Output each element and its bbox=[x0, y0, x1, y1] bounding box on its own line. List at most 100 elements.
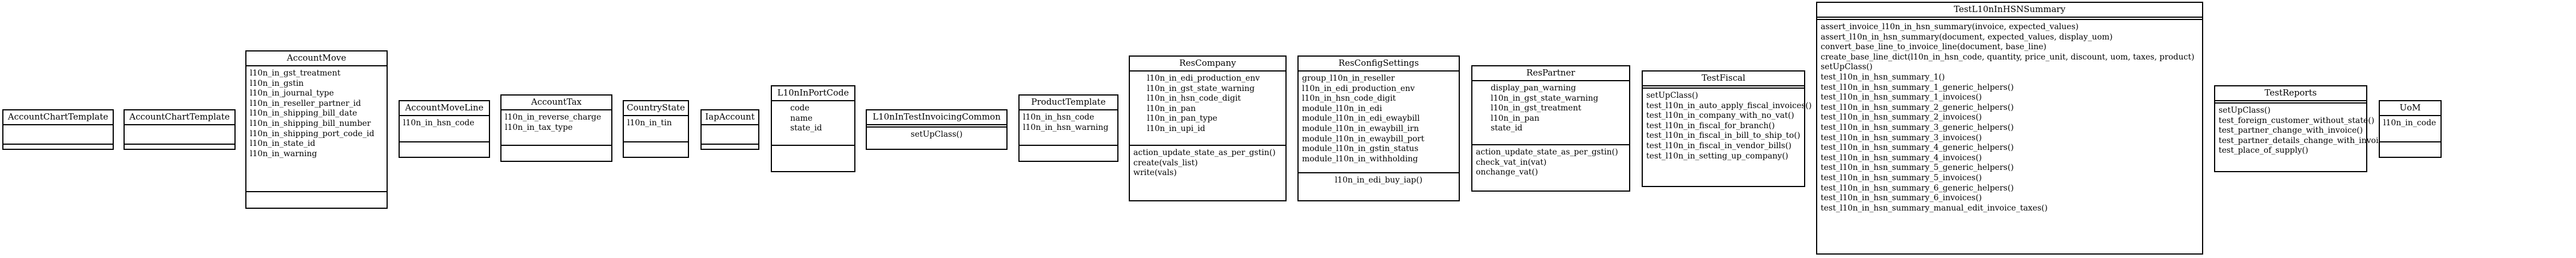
attribute: l10n_in_hsn_code bbox=[1023, 113, 1094, 122]
attribute: l10n_in_tax_type bbox=[505, 122, 573, 132]
attributes-section: display_pan_warning l10n_in_gst_state_wa… bbox=[1472, 81, 1629, 145]
methods-section bbox=[1020, 146, 1117, 152]
attribute: l10n_in_gst_treatment bbox=[1491, 104, 1582, 113]
attribute: state_id bbox=[790, 124, 822, 133]
class-box-accountcharttemplate-1: AccountChartTemplate bbox=[2, 109, 114, 150]
attribute: l10n_in_warning bbox=[250, 149, 317, 158]
attribute: l10n_in_state_id bbox=[250, 139, 316, 149]
methods-section: setUpClass() bbox=[867, 128, 1006, 144]
method: test_l10n_in_hsn_summary_1_invoices() bbox=[1821, 93, 1982, 102]
attributes-section: l10n_in_reverse_charge l10n_in_tax_type bbox=[501, 110, 611, 146]
attributes-section: group_l10n_in_reseller l10n_in_edi_produ… bbox=[1299, 72, 1459, 173]
class-box-countrystate: CountryState l10n_in_tin bbox=[623, 100, 689, 158]
class-box-respartner: ResPartner display_pan_warning l10n_in_g… bbox=[1471, 65, 1630, 192]
attribute: l10n_in_code bbox=[2383, 118, 2436, 128]
attribute: l10n_in_edi_production_env bbox=[1147, 74, 1260, 83]
class-box-producttemplate: ProductTemplate l10n_in_hsn_code l10n_in… bbox=[1018, 94, 1118, 162]
attributes-section: code name state_id bbox=[772, 101, 854, 146]
method: l10n_in_edi_buy_iap() bbox=[1335, 176, 1423, 185]
class-box-l10ninportcode: L10nInPortCode code name state_id bbox=[771, 85, 855, 172]
attributes-section: l10n_in_edi_production_env l10n_in_gst_s… bbox=[1130, 72, 1285, 146]
class-box-testfiscal: TestFiscal setUpClass() test_l10n_in_aut… bbox=[1642, 70, 1812, 187]
method: setUpClass() bbox=[1821, 62, 1873, 72]
class-box-testl10ninhsnsummary: TestL10nInHSNSummary assert_invoice_l10n… bbox=[1816, 2, 2203, 255]
method: test_l10n_in_hsn_summary_2_invoices() bbox=[1821, 113, 1982, 122]
class-title: L10nInPortCode bbox=[772, 86, 854, 101]
attribute: l10n_in_hsn_code_digit bbox=[1302, 94, 1396, 104]
class-title: ResPartner bbox=[1472, 66, 1629, 81]
class-title: AccountChartTemplate bbox=[125, 110, 234, 125]
attributes-section: l10n_in_hsn_code bbox=[400, 116, 489, 142]
attribute: l10n_in_tin bbox=[627, 118, 672, 128]
attribute: l10n_in_upi_id bbox=[1147, 124, 1205, 133]
class-title: IapAccount bbox=[702, 110, 758, 125]
class-box-rescompany: ResCompany l10n_in_edi_production_env l1… bbox=[1129, 55, 1287, 201]
method: test_l10n_in_fiscal_for_branch() bbox=[1646, 121, 1775, 130]
attributes-section bbox=[1643, 86, 1804, 89]
method: test_place_of_supply() bbox=[2219, 146, 2308, 156]
class-title: TestL10nInHSNSummary bbox=[1817, 3, 2202, 18]
method: test_l10n_in_auto_apply_fiscal_invoices(… bbox=[1646, 101, 1812, 110]
attribute: l10n_in_journal_type bbox=[250, 89, 334, 98]
method: test_l10n_in_hsn_summary_2_generic_helpe… bbox=[1821, 102, 2014, 112]
methods-section: l10n_in_edi_buy_iap() bbox=[1299, 173, 1459, 189]
attribute: l10n_in_gst_treatment bbox=[250, 69, 341, 78]
attribute: module_l10n_in_ewaybill_irn bbox=[1302, 124, 1419, 133]
attribute: l10n_in_reseller_partner_id bbox=[250, 98, 361, 108]
method: test_partner_details_change_with_invoice… bbox=[2219, 136, 2394, 145]
attribute: display_pan_warning bbox=[1491, 84, 1576, 93]
attribute: module_l10n_in_edi_ewaybill bbox=[1302, 114, 1420, 124]
method: test_l10n_in_company_with_no_vat() bbox=[1646, 111, 1794, 121]
methods-section bbox=[501, 146, 611, 152]
method: test_l10n_in_setting_up_company() bbox=[1646, 151, 1789, 161]
methods-section bbox=[400, 142, 489, 148]
class-box-accountmove: AccountMove l10n_in_gst_treatment l10n_i… bbox=[245, 50, 388, 209]
method: test_l10n_in_hsn_summary_5_invoices() bbox=[1821, 173, 1982, 182]
attributes-section: l10n_in_gst_treatment l10n_in_gstin l10n… bbox=[246, 66, 387, 192]
method: setUpClass() bbox=[1646, 91, 1698, 100]
class-box-testreports: TestReports setUpClass() test_foreign_cu… bbox=[2214, 85, 2394, 172]
class-box-uom: UoM l10n_in_code bbox=[2379, 100, 2442, 158]
class-title: L10nInTestInvoicingCommon bbox=[867, 110, 1006, 125]
class-box-resconfigsettings: ResConfigSettings group_l10n_in_reseller… bbox=[1297, 55, 1460, 201]
attribute: l10n_in_edi_production_env bbox=[1302, 84, 1415, 93]
class-box-accountmoveline: AccountMoveLine l10n_in_hsn_code bbox=[399, 100, 490, 158]
method: test_l10n_in_hsn_summary_6_generic_helpe… bbox=[1821, 183, 2014, 193]
attribute: module_l10n_in_edi bbox=[1302, 104, 1382, 113]
methods-section bbox=[702, 145, 758, 150]
attribute: name bbox=[790, 113, 813, 123]
class-title: AccountMove bbox=[246, 51, 387, 66]
attribute: l10n_in_hsn_code bbox=[403, 118, 475, 128]
method: test_l10n_in_hsn_summary_1_generic_helpe… bbox=[1821, 82, 2014, 92]
attribute: l10n_in_gst_state_warning bbox=[1147, 84, 1255, 93]
method: assert_l10n_in_hsn_summary(document, exp… bbox=[1821, 32, 2113, 42]
class-title: ResCompany bbox=[1130, 57, 1285, 72]
class-box-accounttax: AccountTax l10n_in_reverse_charge l10n_i… bbox=[500, 94, 612, 162]
class-title: TestFiscal bbox=[1643, 72, 1804, 86]
method: setUpClass() bbox=[2219, 106, 2271, 115]
attribute: module_l10n_in_gstin_status bbox=[1302, 144, 1419, 154]
class-title: TestReports bbox=[2215, 86, 2366, 101]
method: assert_invoice_l10n_in_hsn_summary(invoi… bbox=[1821, 22, 2079, 31]
method: test_l10n_in_hsn_summary_6_invoices() bbox=[1821, 193, 1982, 203]
attribute: l10n_in_shipping_bill_number bbox=[250, 118, 371, 128]
class-box-iapaccount: IapAccount bbox=[700, 109, 759, 150]
methods-section: assert_invoice_l10n_in_hsn_summary(invoi… bbox=[1817, 20, 2202, 217]
attribute: l10n_in_gstin bbox=[250, 78, 304, 88]
attribute: l10n_in_shipping_port_code_id bbox=[250, 129, 375, 138]
method: test_l10n_in_fiscal_in_vendor_bills() bbox=[1646, 141, 1792, 150]
attributes-section bbox=[3, 125, 113, 145]
method: test_l10n_in_hsn_summary_3_invoices() bbox=[1821, 133, 1982, 142]
attributes-section bbox=[125, 125, 234, 145]
attribute: l10n_in_reverse_charge bbox=[505, 113, 602, 122]
method: test_l10n_in_hsn_summary_1() bbox=[1821, 72, 1945, 82]
methods-section: action_update_state_as_per_gstin() check… bbox=[1472, 145, 1629, 181]
method: setUpClass() bbox=[910, 130, 963, 139]
methods-section bbox=[246, 192, 387, 198]
method: test_l10n_in_hsn_summary_4_invoices() bbox=[1821, 153, 1982, 162]
method: test_partner_change_with_invoice() bbox=[2219, 126, 2363, 136]
method: test_l10n_in_hsn_summary_manual_edit_inv… bbox=[1821, 203, 2048, 213]
method: test_foreign_customer_without_state() bbox=[2219, 116, 2375, 125]
attributes-section: l10n_in_tin bbox=[624, 116, 688, 142]
attribute: module_l10n_in_ewaybill_port bbox=[1302, 134, 1424, 144]
